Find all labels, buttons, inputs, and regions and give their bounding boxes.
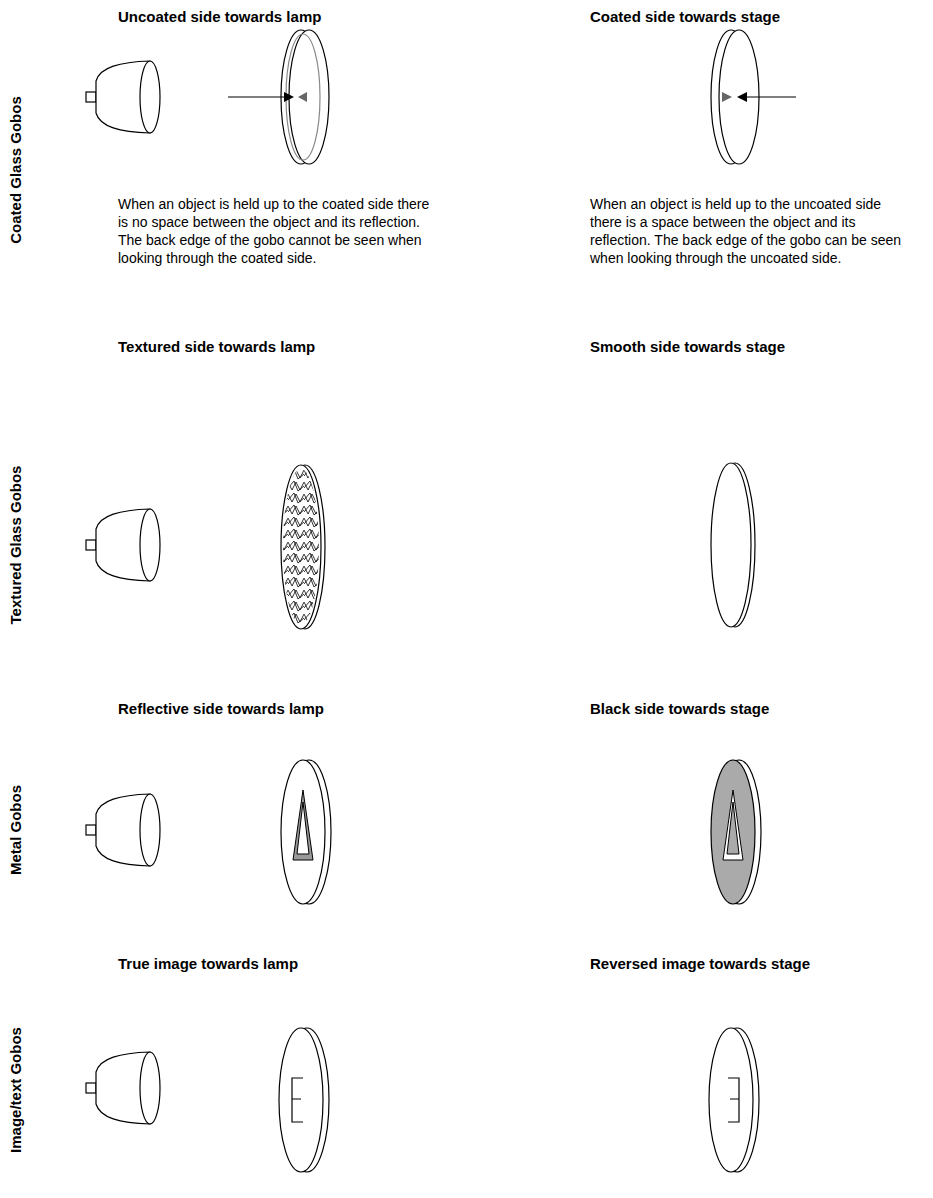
orientation-heading: Smooth side towards stage [590, 338, 785, 355]
gobo-type-label: Textured Glass Gobos [7, 466, 24, 625]
orientation-heading: Black side towards stage [590, 700, 769, 717]
orientation-heading: Coated side towards stage [590, 8, 780, 25]
orientation-heading: Textured side towards lamp [118, 338, 315, 355]
metal-gobo [281, 760, 331, 904]
image-gobo [709, 1028, 759, 1172]
image-gobo [279, 1028, 329, 1172]
explanation-note: When an object is held up to the uncoate… [590, 195, 910, 267]
gobo-type-label: Metal Gobos [7, 785, 24, 875]
gobo-type-label: Coated Glass Gobos [7, 96, 24, 244]
smooth-gobo [711, 463, 755, 627]
coated-gobo [711, 30, 796, 164]
lamp [86, 61, 160, 133]
orientation-heading: Reflective side towards lamp [118, 700, 324, 717]
orientation-heading: True image towards lamp [118, 955, 298, 972]
lamp [86, 794, 160, 866]
explanation-note: When an object is held up to the coated … [118, 195, 438, 267]
metal-gobo [711, 760, 761, 904]
textured-gobo [280, 465, 325, 630]
orientation-heading: Uncoated side towards lamp [118, 8, 321, 25]
coated-gobo [228, 30, 329, 164]
orientation-heading: Reversed image towards stage [590, 955, 810, 972]
lamp [86, 509, 160, 581]
lamp [86, 1052, 160, 1124]
gobo-type-label: Image/text Gobos [7, 1027, 24, 1153]
